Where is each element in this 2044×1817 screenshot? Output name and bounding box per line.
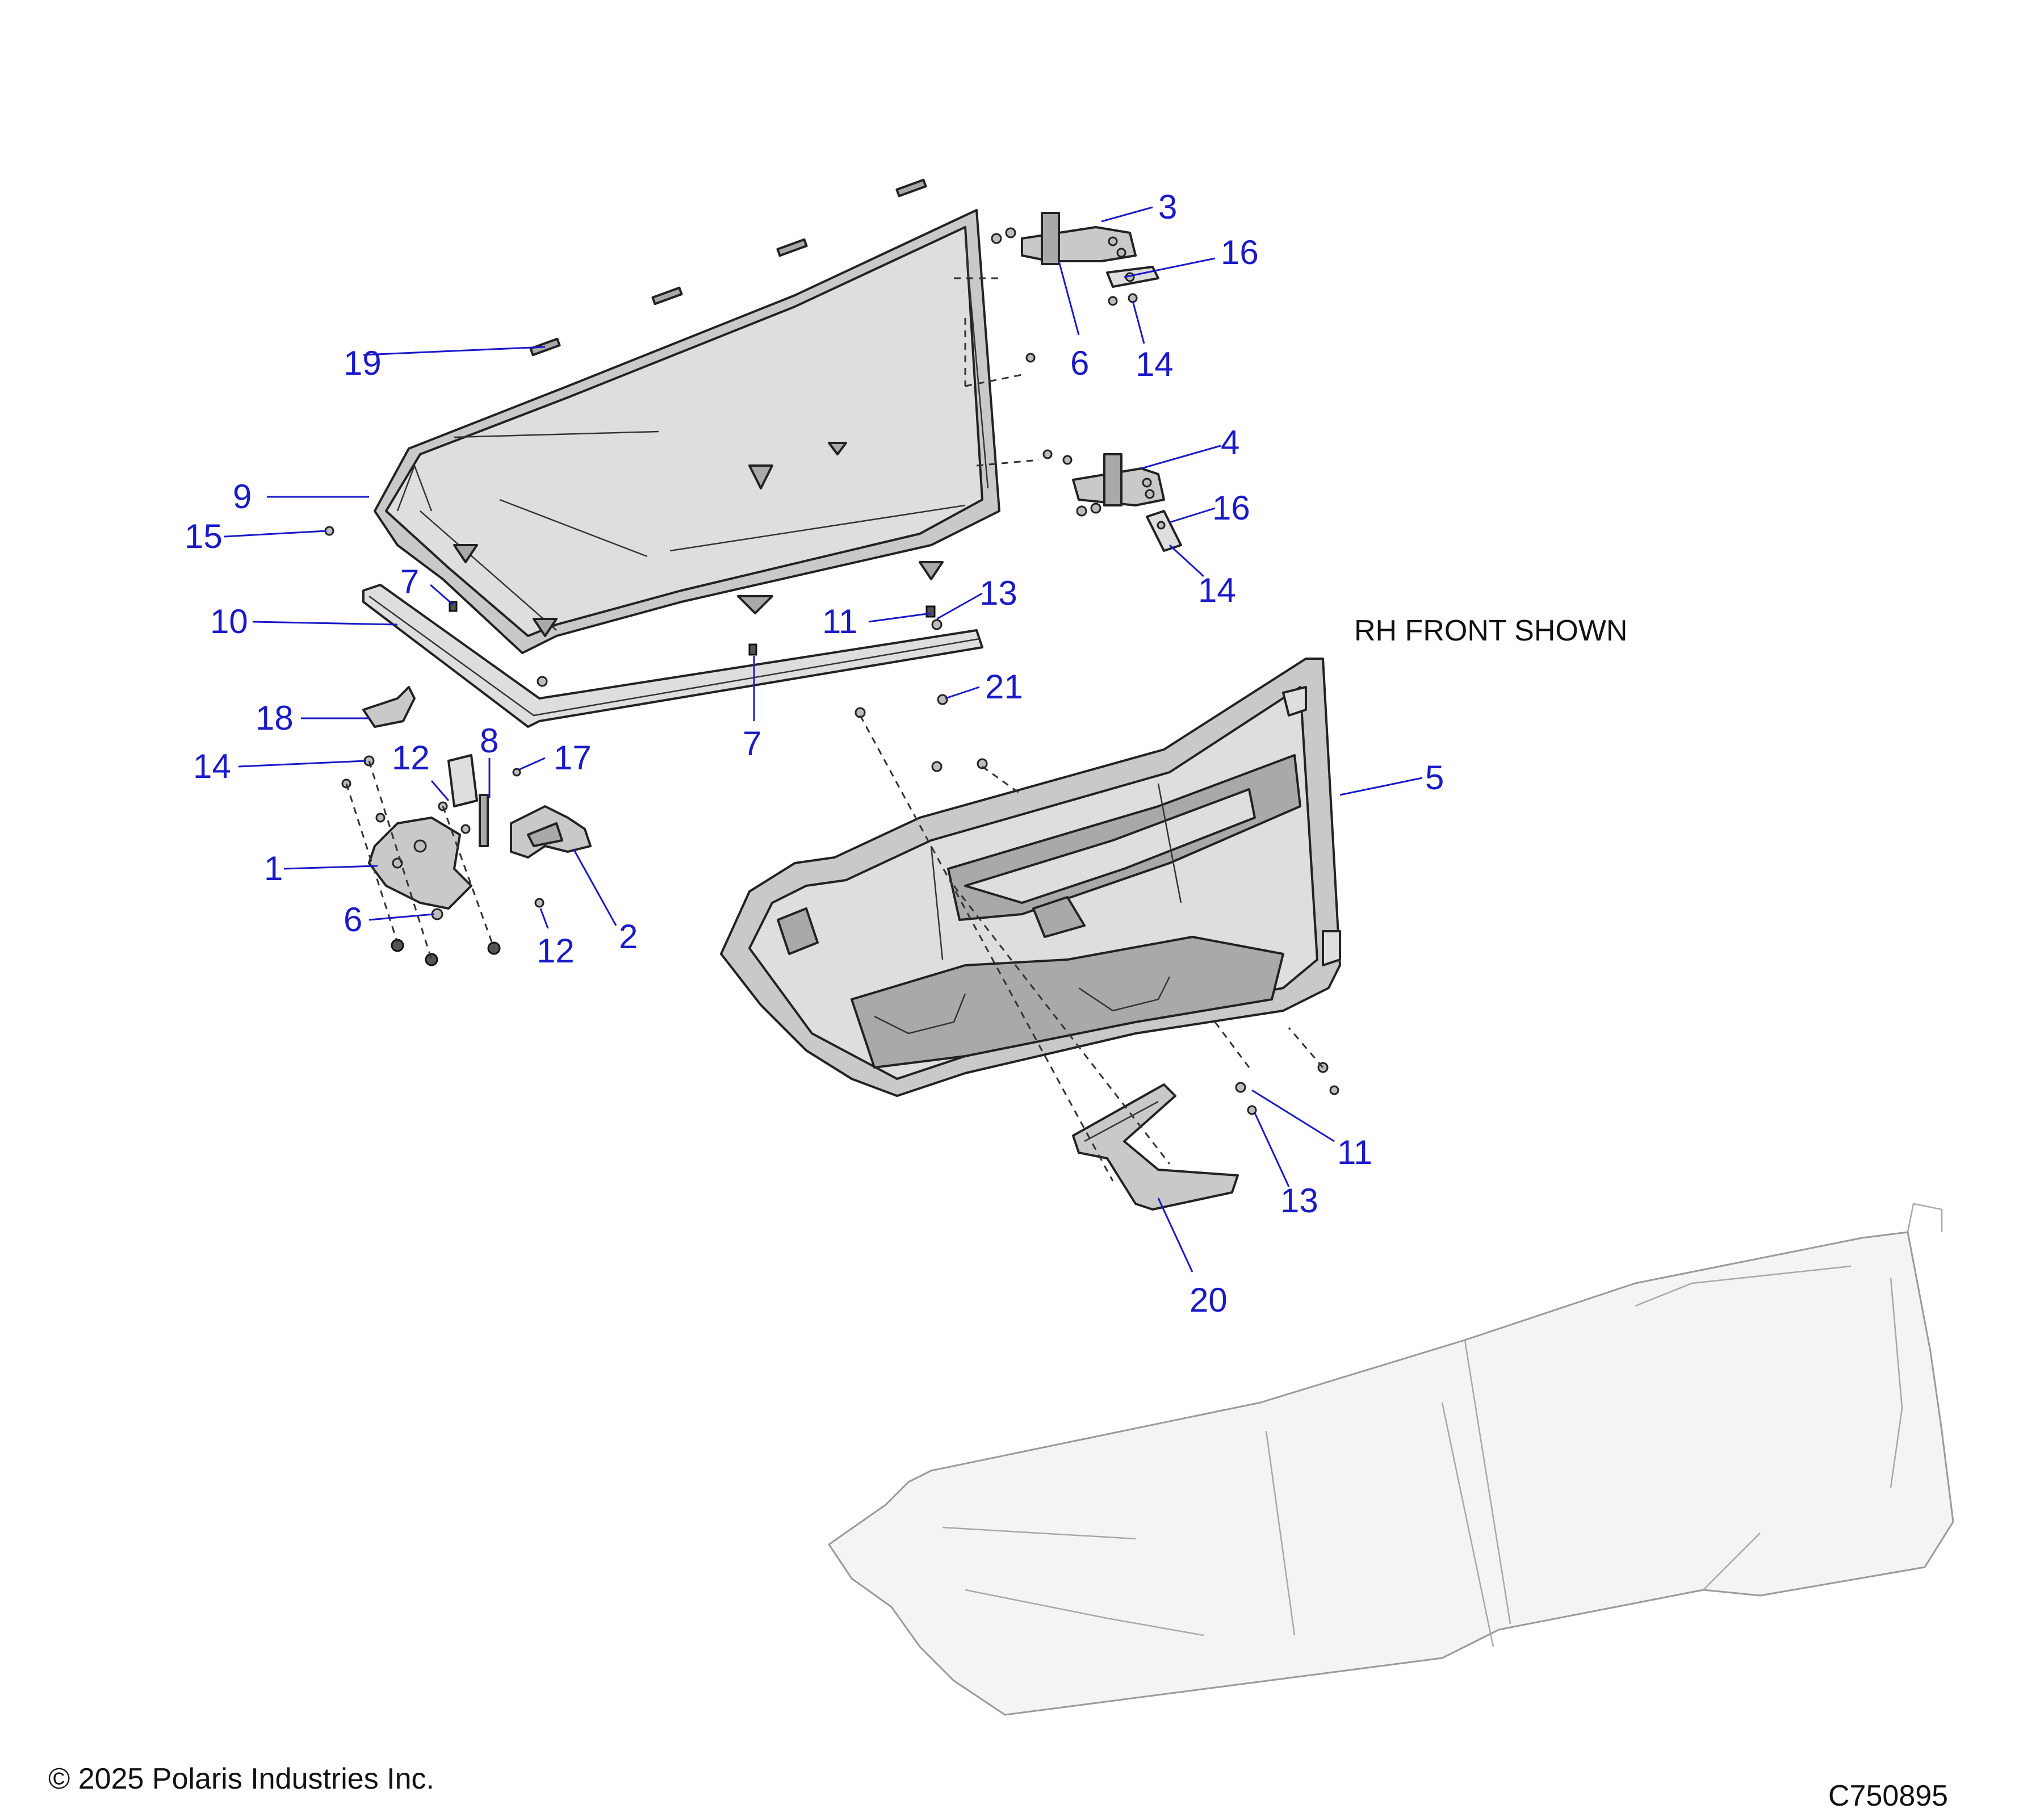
handle-catch bbox=[362, 686, 416, 728]
weatherstrip-pins bbox=[529, 178, 927, 357]
lower-door-seal bbox=[362, 584, 983, 728]
leader-lines bbox=[224, 206, 1423, 1272]
upper-door-frame bbox=[374, 209, 1000, 654]
callout-13-upper: 13 bbox=[979, 574, 1017, 612]
copyright-notice: © 2025 Polaris Industries Inc. bbox=[48, 1762, 434, 1795]
callout-10: 10 bbox=[210, 602, 248, 640]
callout-14-upper: 14 bbox=[1136, 345, 1174, 383]
callout-7-upper: 7 bbox=[400, 563, 419, 601]
latch-cable-rod bbox=[447, 754, 489, 847]
callout-11-lower: 11 bbox=[1337, 1133, 1372, 1171]
callout-17: 17 bbox=[554, 739, 592, 777]
callout-labels: 3 16 6 14 19 4 9 16 15 14 7 13 10 11 21 … bbox=[185, 188, 1444, 1319]
callout-14-left: 14 bbox=[193, 747, 231, 785]
callout-3: 3 bbox=[1158, 188, 1177, 226]
callout-15: 15 bbox=[185, 517, 223, 555]
callout-12-lower: 12 bbox=[537, 932, 575, 970]
latch-bracket bbox=[368, 817, 472, 910]
callout-6-hinge: 6 bbox=[1070, 344, 1089, 382]
callout-2: 2 bbox=[619, 918, 638, 956]
callout-16-lower: 16 bbox=[1212, 489, 1250, 527]
callout-16-upper: 16 bbox=[1221, 233, 1259, 271]
door-shell-outline bbox=[828, 1203, 1954, 1716]
callout-20: 20 bbox=[1189, 1281, 1228, 1319]
callout-14-hinge-lower: 14 bbox=[1198, 571, 1236, 609]
callout-13-lower: 13 bbox=[1280, 1182, 1318, 1220]
diagram-id: C750895 bbox=[1828, 1780, 1948, 1812]
latch-mechanism bbox=[510, 805, 592, 859]
callout-9: 9 bbox=[233, 478, 252, 516]
callout-6-left: 6 bbox=[344, 901, 362, 939]
upper-hinge bbox=[1021, 212, 1159, 288]
callout-8: 8 bbox=[480, 722, 499, 760]
lower-hinge bbox=[1072, 453, 1182, 552]
callout-21: 21 bbox=[985, 668, 1023, 706]
callout-11-upper: 11 bbox=[822, 602, 857, 640]
callout-12-upper: 12 bbox=[392, 739, 430, 777]
callout-1: 1 bbox=[264, 849, 283, 887]
callout-4: 4 bbox=[1221, 424, 1239, 462]
door-pull-handle bbox=[1072, 1083, 1239, 1211]
callout-5: 5 bbox=[1425, 759, 1444, 797]
view-note: RH FRONT SHOWN bbox=[1354, 614, 1627, 647]
callout-7-lower: 7 bbox=[743, 725, 761, 763]
callout-18: 18 bbox=[256, 699, 294, 737]
callout-19: 19 bbox=[344, 344, 382, 382]
assembly-lines bbox=[345, 277, 1324, 1182]
door-inner-panel bbox=[720, 658, 1341, 1097]
